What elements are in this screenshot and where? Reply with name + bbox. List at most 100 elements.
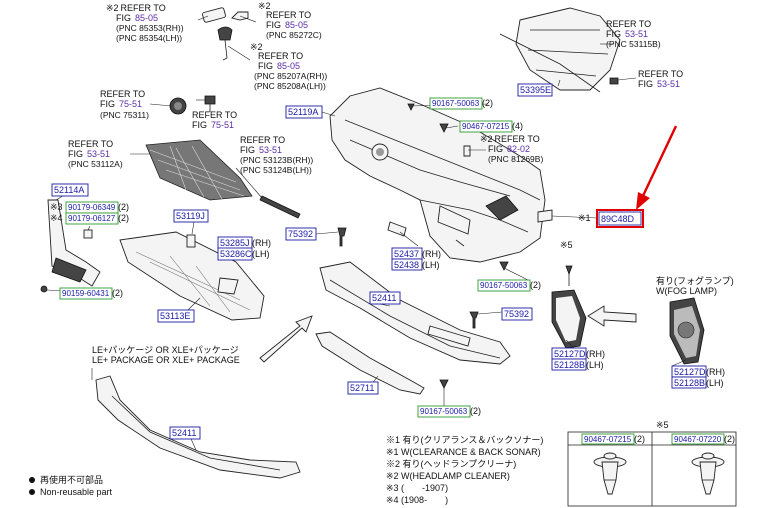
svg-text:※3: ※3 <box>50 202 63 212</box>
label-52128b-fog[interactable]: 52128B (LH) <box>671 376 724 389</box>
refer-link-mid[interactable]: 53-51 <box>259 145 282 155</box>
svg-text:REFER TO: REFER TO <box>68 139 113 149</box>
svg-text:52127D: 52127D <box>554 349 586 359</box>
label-90159-60431[interactable]: 90159-60431 (2) <box>59 287 123 300</box>
svg-text:52119A: 52119A <box>288 107 318 117</box>
footnotes: ※1 有り(クリアランス＆バックソナー) ※1 W(CLEARANCE & BA… <box>386 434 543 505</box>
label-52711[interactable]: 52711 <box>347 381 379 395</box>
svg-text:LE+パッケージ OR XLE+パッケージ: LE+パッケージ OR XLE+パッケージ <box>92 345 239 355</box>
label-52127d-mid[interactable]: 52127D (RH) <box>551 347 605 360</box>
refer-link-emblem-left[interactable]: 75-51 <box>119 99 142 109</box>
label-90167-50063-bot[interactable]: 90167-50063 (2) <box>417 405 481 418</box>
svg-text:有り(フォグランプ): 有り(フォグランプ) <box>656 275 734 286</box>
svg-text:90179-06349: 90179-06349 <box>68 203 116 212</box>
svg-text:REFER TO: REFER TO <box>192 110 237 120</box>
svg-text:(2): (2) <box>118 213 129 223</box>
svg-text:(RH): (RH) <box>252 238 271 248</box>
refer-link-grille[interactable]: 53-51 <box>87 149 110 159</box>
label-75392-a[interactable]: 75392 <box>285 227 317 241</box>
label-52438[interactable]: 52438 (LH) <box>391 258 440 271</box>
svg-text:※2 有り(ヘッドランプクリーナ): ※2 有り(ヘッドランプクリーナ) <box>386 458 516 469</box>
radiator-support-53395e <box>499 7 621 93</box>
refer-link-sensor[interactable]: 82-02 <box>507 144 530 154</box>
svg-text:※2: ※2 <box>258 1 271 11</box>
svg-text:52437: 52437 <box>394 249 419 259</box>
screw-75392-b <box>469 261 509 329</box>
label-90167-50063-top[interactable]: 90167-50063 (2) <box>429 97 493 110</box>
label-52128b-mid[interactable]: 52128B (LH) <box>551 358 604 371</box>
label-52411-package[interactable]: 52411 <box>169 426 201 440</box>
bracket-52437 <box>387 221 407 237</box>
svg-text:(PNC 85272C): (PNC 85272C) <box>266 30 322 40</box>
svg-text:52127D: 52127D <box>674 367 706 377</box>
label-90179-06127[interactable]: ※4 90179-06127 (2) <box>50 212 129 225</box>
label-52437[interactable]: 52437 (RH) <box>391 247 441 260</box>
svg-text:(2): (2) <box>530 280 541 290</box>
label-90167-50063-mid[interactable]: 90167-50063 (2) <box>477 279 541 292</box>
refer-link-support-2[interactable]: 53-51 <box>657 79 680 89</box>
svg-text:52128B: 52128B <box>674 378 705 388</box>
lower-grille-53113e <box>119 231 265 321</box>
refer-link-top-b[interactable]: 85-05 <box>285 20 308 30</box>
screws-top <box>407 103 471 157</box>
svg-text:(LH): (LH) <box>252 249 270 259</box>
label-52114a[interactable]: 52114A <box>51 183 89 197</box>
svg-text:(PNC 53115B): (PNC 53115B) <box>606 39 661 49</box>
svg-text:(PNC 53124B(LH)): (PNC 53124B(LH)) <box>240 165 312 175</box>
label-89c48d[interactable]: ※1 89C48D <box>578 209 644 228</box>
clip-90467-07215-drawing <box>593 452 627 495</box>
non-reusable-bullet-icon <box>29 489 35 495</box>
svg-text:(PNC 85353(RH)): (PNC 85353(RH)) <box>116 23 184 33</box>
bumper-cover-52119a <box>329 87 546 263</box>
label-90179-06349[interactable]: ※3 90179-06349 (2) <box>50 201 129 214</box>
label-53113e[interactable]: 53113E <box>157 309 195 323</box>
label-52127d-fog[interactable]: 52127D (RH) <box>671 365 725 378</box>
label-53119j[interactable]: 53119J <box>173 209 209 223</box>
svg-text:(PNC 85354(LH)): (PNC 85354(LH)) <box>116 33 182 43</box>
svg-text:※1 有り(クリアランス＆バックソナー): ※1 有り(クリアランス＆バックソナー) <box>386 434 543 445</box>
clip-mark-label: ※5 <box>560 240 573 250</box>
svg-text:(LH): (LH) <box>422 260 440 270</box>
label-75392-b[interactable]: 75392 <box>501 307 533 321</box>
svg-text:※2: ※2 <box>250 42 263 52</box>
label-52119a[interactable]: 52119A <box>285 105 323 119</box>
svg-text:53113E: 53113E <box>160 311 190 321</box>
svg-text:90467-07215: 90467-07215 <box>584 435 632 444</box>
emblem-part <box>169 95 216 115</box>
part-53119j <box>186 234 196 248</box>
label-52411-main[interactable]: 52411 <box>369 291 401 305</box>
clip-cell-90467-07220[interactable]: 90467-07220 (2) <box>671 433 735 445</box>
grille-mesh <box>145 139 253 201</box>
label-53395e[interactable]: 53395E <box>517 83 553 97</box>
svg-text:52411: 52411 <box>172 428 196 438</box>
svg-text:52711: 52711 <box>350 383 374 393</box>
label-90467-07215-top[interactable]: 90467-07215 (4) <box>459 120 523 133</box>
svg-text:90179-06127: 90179-06127 <box>68 214 116 223</box>
garnish-strip <box>259 195 301 219</box>
svg-text:REFER TO: REFER TO <box>240 135 285 145</box>
svg-text:(2): (2) <box>482 98 493 108</box>
svg-text:(PNC 75311): (PNC 75311) <box>100 110 149 120</box>
non-reusable-bullet-icon <box>29 477 35 483</box>
svg-text:90167-50063: 90167-50063 <box>420 407 468 416</box>
refer-link-support[interactable]: 53-51 <box>625 29 648 39</box>
svg-text:(PNC 53123B(RH)): (PNC 53123B(RH)) <box>240 155 313 165</box>
refer-link-top-c[interactable]: 85-05 <box>277 61 300 71</box>
svg-text:REFER TO: REFER TO <box>258 51 303 61</box>
label-53286c[interactable]: 53286C (LH) <box>217 247 270 261</box>
refer-link-emblem-right[interactable]: 75-51 <box>211 120 234 130</box>
svg-text:53395E: 53395E <box>520 85 551 95</box>
label-53285j[interactable]: 53285J (RH) <box>217 236 271 250</box>
clip-cell-90467-07215[interactable]: 90467-07215 (2) <box>581 433 645 445</box>
refer-link-top-a[interactable]: 85-05 <box>135 13 158 23</box>
